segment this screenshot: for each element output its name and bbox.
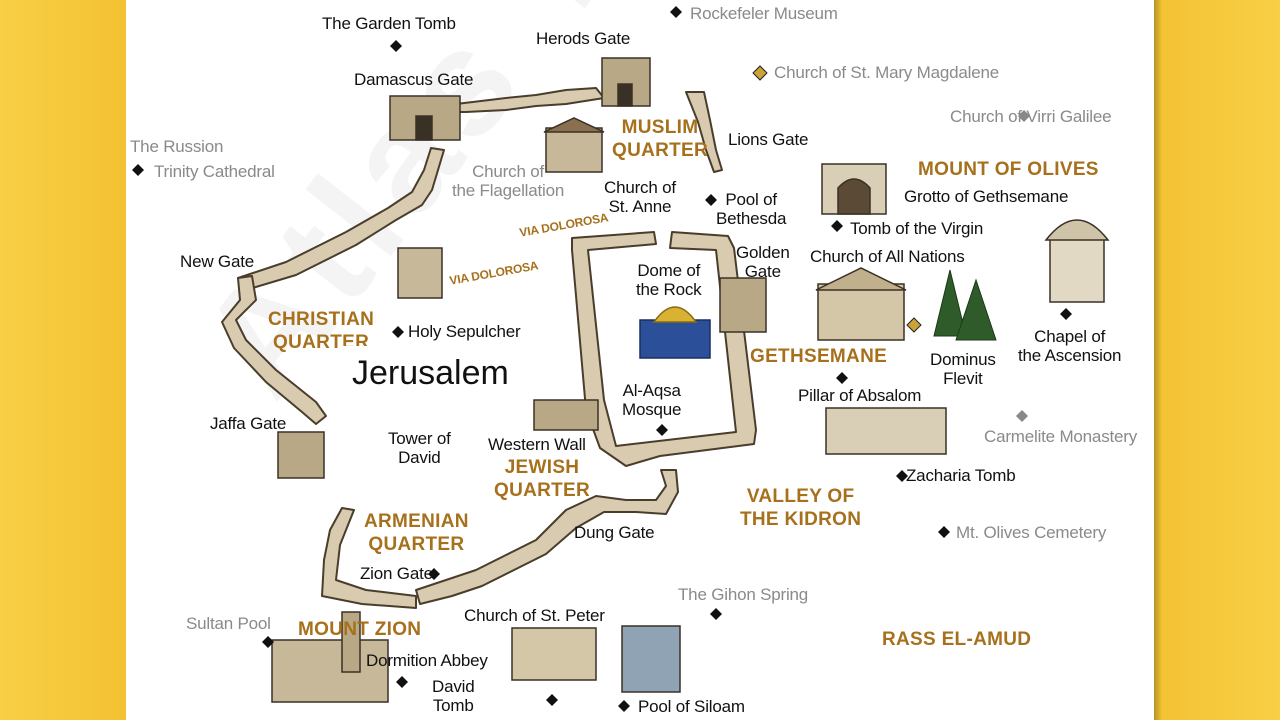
label-damascus-gate: Damascus Gate — [354, 70, 474, 89]
label-rockefeler-museum: Rockefeler Museum — [690, 4, 838, 23]
label-western-wall: Western Wall — [488, 435, 586, 454]
label-church-virri-galilee: Church of Virri Galilee — [950, 107, 1112, 126]
label-david-tomb: David Tomb — [432, 677, 475, 715]
tower-of-david-building — [277, 431, 325, 479]
label-dormition-abbey: Dormition Abbey — [366, 651, 488, 670]
label-mount-of-olives: MOUNT OF OLIVES — [918, 159, 1099, 180]
west-wall — [221, 275, 327, 425]
dormition-abbey-building — [271, 639, 389, 703]
label-muslim-quarter: MUSLIM QUARTER — [612, 117, 709, 161]
label-rass-el-amud: RASS EL-AMUD — [882, 629, 1032, 650]
temple-mount-wall — [571, 231, 757, 467]
label-zion-gate: Zion Gate — [360, 564, 433, 583]
label-mount-zion: MOUNT ZION — [298, 619, 422, 640]
label-tower-david: Tower of David — [388, 429, 451, 467]
label-new-gate: New Gate — [180, 252, 254, 271]
jerusalem-old-city-map: Atlas Travel — [126, 0, 1154, 720]
label-dung-gate: Dung Gate — [574, 523, 655, 542]
map-building-icons — [271, 57, 1110, 703]
label-pillar-absalom: Pillar of Absalom — [798, 386, 922, 405]
label-russian-cathedral-line1: The Russion — [130, 137, 224, 156]
label-church-all-nations: Church of All Nations — [810, 247, 965, 266]
dominus-flevit-trees — [933, 269, 997, 341]
church-st-anne-building — [397, 247, 443, 299]
label-jewish-quarter: JEWISH QUARTER — [494, 457, 591, 501]
right-border-shadow — [1154, 0, 1162, 720]
golden-gate-building — [719, 277, 767, 333]
label-lions-gate: Lions Gate — [728, 130, 809, 149]
label-zacharia-tomb: Zacharia Tomb — [906, 466, 1016, 485]
label-gethsemane: GETHSEMANE — [750, 346, 888, 367]
label-grotto-gethsemane: Grotto of Gethsemane — [904, 187, 1069, 206]
label-church-st-anne: Church of St. Anne — [604, 178, 676, 216]
location-markers — [132, 6, 1072, 712]
label-tomb-virgin: Tomb of the Virgin — [850, 219, 984, 238]
label-garden-tomb: The Garden Tomb — [322, 14, 456, 33]
label-herods-gate: Herods Gate — [536, 29, 631, 48]
map-walls-layer — [132, 6, 1110, 712]
label-russian-cathedral-line2: Trinity Cathedral — [154, 162, 275, 181]
south-wall — [415, 469, 679, 605]
map-title: Jerusalem — [352, 354, 509, 392]
south-west-wall — [321, 507, 417, 609]
label-jaffa-gate: Jaffa Gate — [210, 414, 287, 433]
label-church-mary-magdalene: Church of St. Mary Magdalene — [774, 63, 999, 82]
label-mt-olives-cemetery: Mt. Olives Cemetery — [956, 523, 1107, 542]
church-st-peter-building — [511, 627, 597, 681]
right-yellow-border — [1154, 0, 1280, 720]
label-golden-gate: Golden Gate — [736, 243, 790, 281]
pool-siloam-building — [621, 625, 681, 693]
label-dominus-flevit: Dominus Flevit — [930, 350, 996, 388]
label-gihon-spring: The Gihon Spring — [678, 585, 809, 604]
label-al-aqsa: Al-Aqsa Mosque — [622, 381, 682, 419]
western-wall-building — [533, 399, 599, 431]
label-armenian-quarter: ARMENIAN QUARTER — [364, 511, 469, 555]
label-holy-sepulcher: Holy Sepulcher — [408, 322, 521, 341]
old-city-walls — [221, 87, 757, 609]
label-pool-bethesda: Pool of Bethesda — [716, 190, 787, 228]
label-chapel-ascension: Chapel of the Ascension — [1018, 327, 1122, 365]
label-church-st-peter: Church of St. Peter — [464, 606, 605, 625]
north-east-wall — [685, 91, 723, 173]
left-yellow-border — [0, 0, 126, 720]
label-pool-siloam: Pool of Siloam — [638, 697, 745, 716]
chapel-ascension-building — [1049, 235, 1105, 303]
label-valley-kidron: VALLEY OF THE KIDRON — [740, 486, 862, 530]
label-dome-of-rock: Dome of the Rock — [636, 261, 702, 299]
label-sultan-pool: Sultan Pool — [186, 614, 271, 633]
label-carmelite-monastery: Carmelite Monastery — [984, 427, 1138, 446]
label-church-flagellation: Church of the Flagellation — [452, 162, 565, 200]
map-title-box: Jerusalem — [342, 346, 572, 398]
dome-of-the-rock-icon — [639, 306, 711, 359]
pillar-absalom-building — [825, 407, 947, 455]
church-all-nations-building — [817, 283, 905, 341]
